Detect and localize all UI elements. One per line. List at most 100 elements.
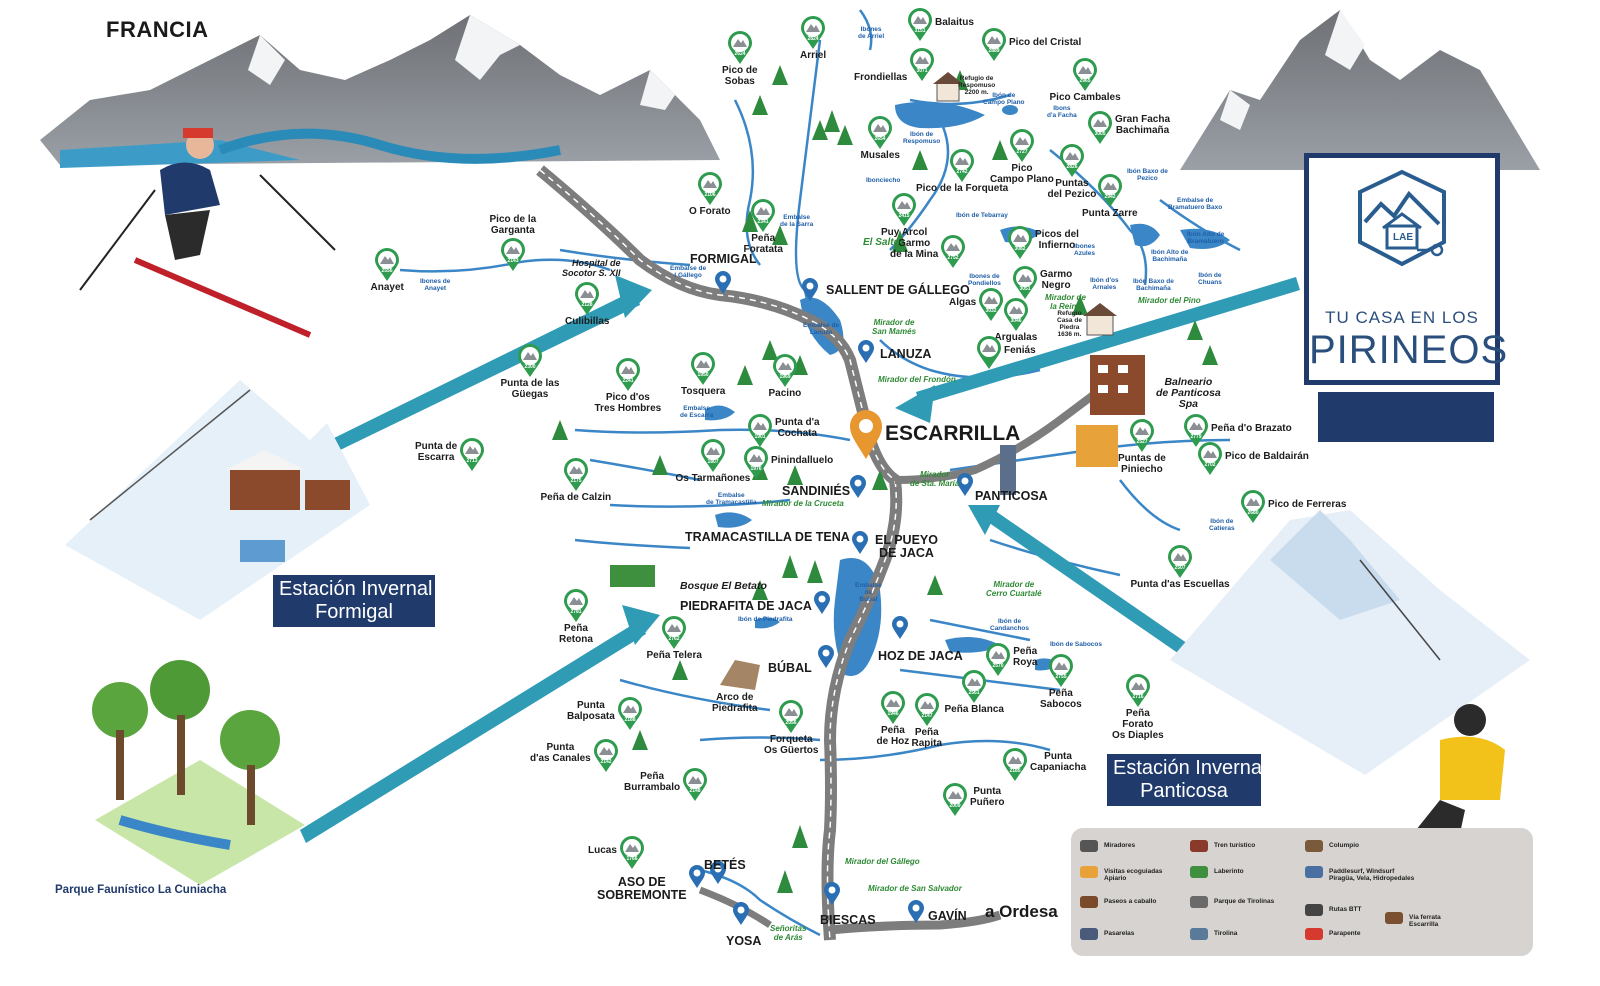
peak-pin-cristal[interactable]: 2889	[981, 28, 1007, 62]
town-pin[interactable]	[801, 278, 819, 307]
town-pin[interactable]	[732, 902, 750, 931]
town-aso[interactable]: ASO DE SOBREMONTE	[597, 875, 687, 902]
peak-altitude: 2654	[874, 136, 886, 142]
peak-pin-balposata[interactable]: 2188	[617, 697, 643, 731]
peak-pin-balaitus[interactable]: 3151	[907, 8, 933, 42]
peak-pin-tarmanones[interactable]: 1807	[700, 439, 726, 473]
peak-pin-cochata[interactable]: 1901	[747, 414, 773, 448]
peak-pin-arriel[interactable]: 2824	[800, 16, 826, 50]
town-pin[interactable]	[907, 900, 925, 929]
peak-pin-oforato[interactable]: 2106	[697, 172, 723, 206]
peak-pin-bachimana[interactable]: 3005	[1087, 111, 1113, 145]
peak-pin-zarre[interactable]: 2942	[1097, 174, 1123, 208]
peak-pin-burrambalo[interactable]: 2148	[682, 768, 708, 802]
town-pin[interactable]	[688, 865, 706, 894]
town-escarrilla[interactable]: ESCARRILLA	[885, 422, 1021, 445]
mountains-right	[1180, 10, 1540, 170]
peak-pin-piniecho[interactable]: 2527	[1129, 419, 1155, 453]
town-pin[interactable]	[851, 531, 869, 560]
map-pin-icon	[748, 414, 772, 447]
peak-pin-hozpena[interactable]: 1946	[880, 691, 906, 725]
viewpoint-reina: Mirador de la Reina	[1045, 293, 1086, 311]
peak-pin-escuellas[interactable]: 2507	[1167, 545, 1193, 579]
peak-pin-brazato[interactable]: 2779	[1183, 414, 1209, 448]
main-location-pin-icon	[850, 410, 882, 459]
peak-pin-rapita[interactable]: 2147	[914, 693, 940, 727]
buildings	[610, 72, 1145, 690]
peak-pin-pinindalluelo[interactable]: 1976	[743, 446, 769, 480]
town-tramacastilla[interactable]: TRAMACASTILLA DE TENA	[685, 530, 850, 544]
town-pin[interactable]	[891, 616, 909, 645]
peak-pin-campoplano[interactable]: 2727	[1009, 129, 1035, 163]
peak-pin-negro[interactable]: 3051	[1012, 266, 1038, 300]
peak-pin-garganta[interactable]: 2143	[500, 238, 526, 272]
peak-pin-tosquera[interactable]: 1950	[690, 352, 716, 386]
town-sallent[interactable]: SALLENT DE GÁLLEGO	[826, 283, 970, 297]
town-pin[interactable]	[714, 271, 732, 300]
peak-pin-puyarcol[interactable]: 2415	[891, 193, 917, 227]
peak-pin-argualas[interactable]: 3046	[1003, 298, 1029, 332]
peak-pin-lucas[interactable]: 1766	[619, 836, 645, 870]
town-pin[interactable]	[849, 475, 867, 504]
peak-pin-foratata[interactable]: 2341	[750, 199, 776, 233]
town-el-pueyo[interactable]: EL PUEYO DE JACA	[875, 533, 938, 560]
peak-pin-gueegas[interactable]: 2300	[517, 344, 543, 378]
peak-pin-forquetapico[interactable]: 2742	[949, 149, 975, 183]
peak-pin-royapena[interactable]: 2570	[985, 643, 1011, 677]
ski-resort-panticosa-illustration	[1170, 510, 1530, 775]
peak-pin-sobas[interactable]: 2624	[727, 31, 753, 65]
peak-pin-telera[interactable]: 2762	[661, 616, 687, 650]
town-pin[interactable]	[817, 645, 835, 674]
peak-pin-anayet[interactable]: 2556	[374, 248, 400, 282]
town-gavin[interactable]: GAVÍN	[928, 909, 967, 923]
peak-pin-blanca[interactable]: 2561	[961, 670, 987, 704]
logo-line1: TU CASA EN LOS	[1325, 308, 1479, 327]
peak-pin-tresh[interactable]: 2241	[615, 358, 641, 392]
peak-pin-musales[interactable]: 2654	[867, 116, 893, 150]
peak-pin-pezico[interactable]: 2826	[1059, 144, 1085, 178]
peak-pin-sabocos[interactable]: 2755	[1048, 654, 1074, 688]
peak-pin-canales[interactable]: 2142	[593, 739, 619, 773]
town-piedrafita[interactable]: PIEDRAFITA DE JACA	[680, 599, 812, 613]
peak-pin-escarra[interactable]: 2713	[459, 438, 485, 472]
town-betes[interactable]: BETÉS	[704, 858, 746, 872]
peak-pin-calzin[interactable]: 2175	[563, 458, 589, 492]
station-formigal-title[interactable]: Estación Invernal Formigal	[273, 575, 435, 627]
peak-pin-diaples[interactable]: 2716	[1125, 674, 1151, 708]
town-sandinies[interactable]: SANDINIÉS	[782, 484, 851, 498]
town-pin[interactable]	[813, 591, 831, 620]
peak-pin-punero[interactable]: 2009	[942, 783, 968, 817]
link-ordesa[interactable]: a Ordesa	[985, 902, 1058, 921]
town-pin[interactable]	[857, 340, 875, 369]
peak-pin-frondiellas[interactable]: 3071	[909, 48, 935, 82]
peak-pin-culibillas[interactable]: 2128	[574, 282, 600, 316]
peak-label-punero: Punta Puñero	[970, 786, 1005, 808]
peak-pin-retona[interactable]: 2781	[563, 589, 589, 623]
park-cuniacha-label[interactable]: Parque Faunístico La Cuniacha	[55, 884, 227, 896]
peak-pin-capaniacha[interactable]: 2185	[1002, 748, 1028, 782]
peak-pin-mina[interactable]: 2752	[940, 235, 966, 269]
peak-label-escuellas: Punta d'as Escuellas	[1130, 579, 1230, 590]
town-hoz[interactable]: HOZ DE JACA	[878, 649, 963, 663]
town-formigal[interactable]: FORMIGAL	[690, 252, 757, 266]
peak-pin-algas[interactable]: 3032	[978, 288, 1004, 322]
peak-pin-infierno[interactable]: 3082	[1007, 226, 1033, 260]
peak-pin-ferreras[interactable]: 2680	[1240, 490, 1266, 524]
peak-pin-baldairan[interactable]: 2702	[1197, 442, 1223, 476]
town-panticosa[interactable]: PANTICOSA	[975, 489, 1048, 503]
town-lanuza[interactable]: LANUZA	[880, 347, 932, 361]
peak-pin-guertos[interactable]: 2056	[778, 700, 804, 734]
town-yosa[interactable]: YOSA	[726, 934, 762, 948]
station-panticosa-title[interactable]: Estación Invernal Panticosa	[1107, 754, 1266, 806]
water-ibonciecho: Ibonciecho	[866, 177, 901, 184]
town-pin[interactable]	[709, 861, 727, 890]
town-bubal[interactable]: BÚBAL	[768, 661, 812, 675]
water-embalse-lanuza: Embalse de Lanuza	[803, 322, 840, 336]
town-pin[interactable]	[823, 882, 841, 911]
peak-pin-fenias[interactable]	[976, 336, 1002, 370]
town-biescas[interactable]: BIESCAS	[820, 913, 876, 927]
town-pin[interactable]	[956, 473, 974, 502]
peak-pin-cambales[interactable]: 2965	[1072, 58, 1098, 92]
peak-pin-pacino[interactable]: 1969	[772, 354, 798, 388]
escarrilla-main-pin[interactable]	[848, 410, 884, 465]
